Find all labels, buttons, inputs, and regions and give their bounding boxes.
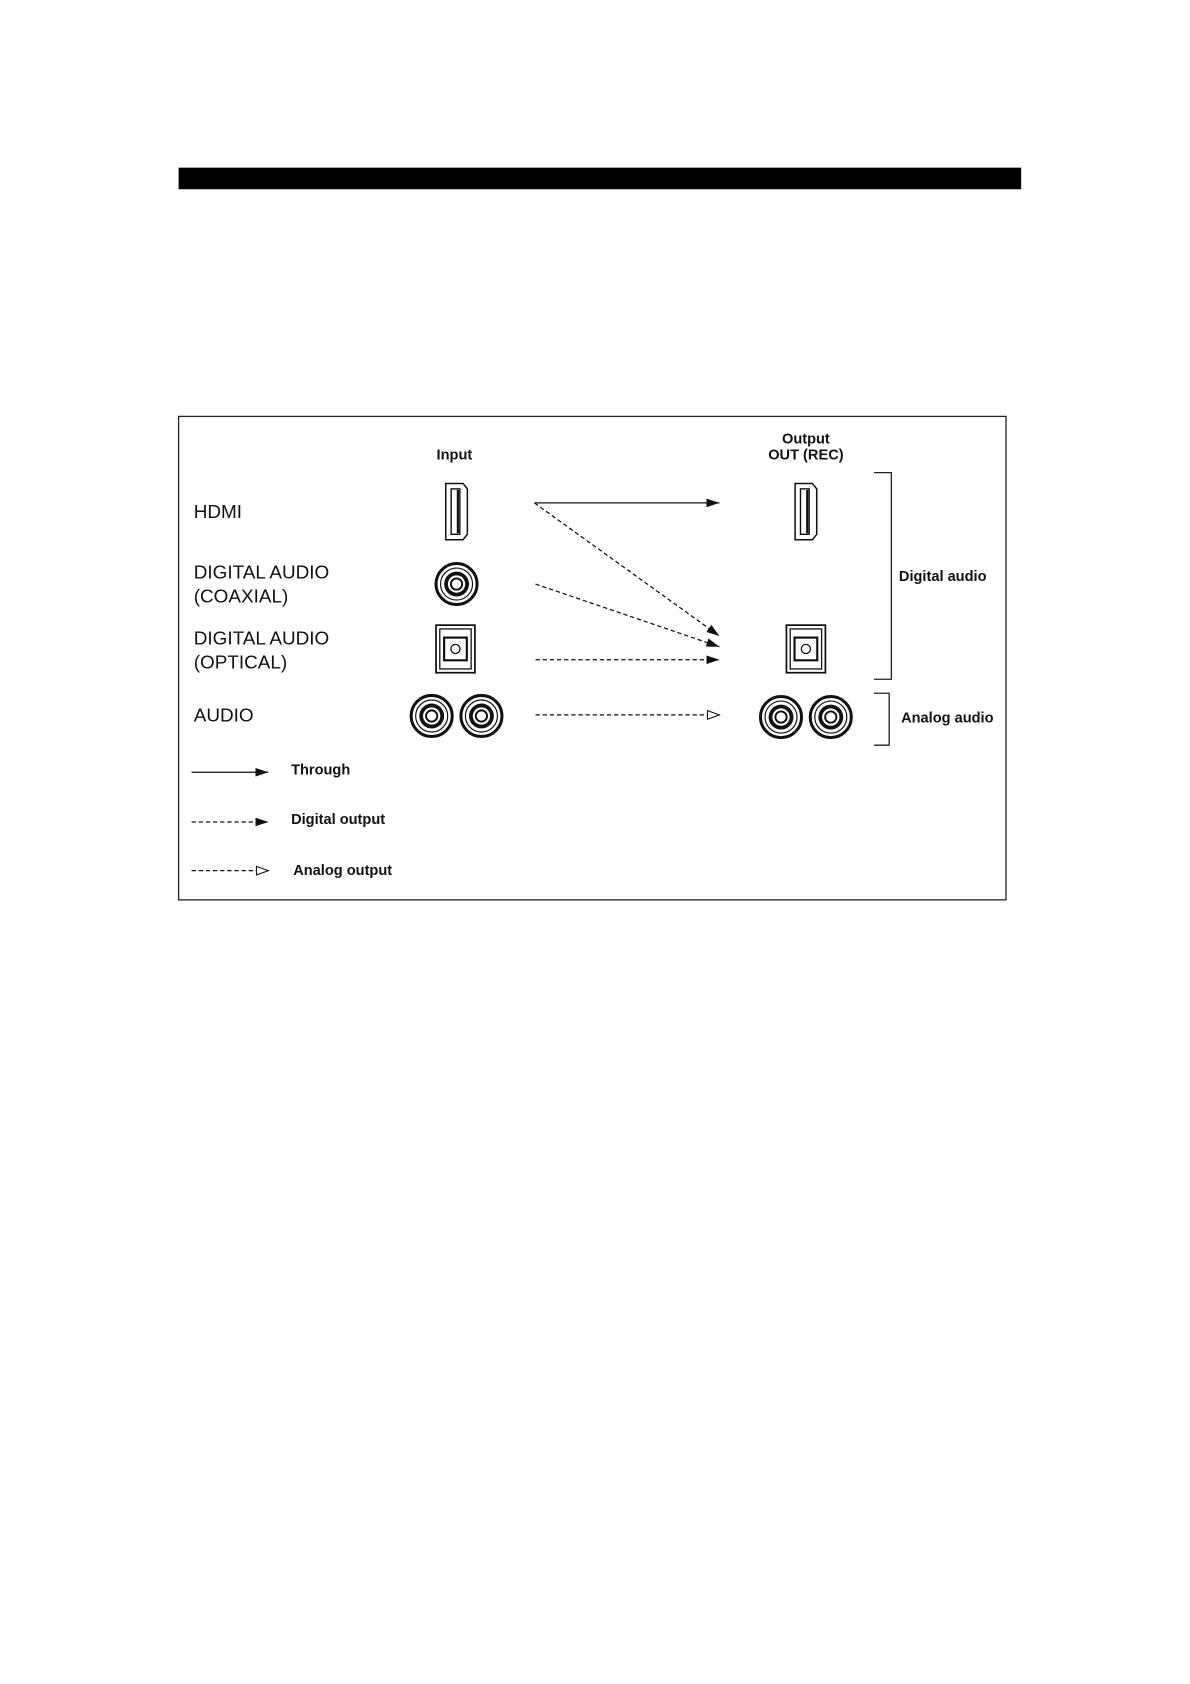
digital-audio-group-label: Digital audio [899, 569, 987, 585]
digital-output-arrow [534, 502, 720, 637]
legend-analog-output-label: Analog output [293, 863, 392, 879]
header-bar [178, 167, 1022, 190]
analog-audio-group-label: Analog audio [901, 710, 994, 726]
digital-output-arrow [535, 583, 720, 648]
row-label-hdmi: HDMI [194, 502, 242, 523]
analog-audio-bracket [874, 692, 890, 746]
diagram-frame [177, 415, 1007, 901]
input-column-header: Input [437, 448, 473, 464]
rca-jack-right-icon [459, 693, 504, 739]
row-label-optical-line1: DIGITAL AUDIO [194, 629, 330, 650]
rca-jack-pair-icon [758, 695, 853, 740]
optical-jack-icon [785, 624, 827, 674]
row-label-coaxial-line2: (COAXIAL) [194, 586, 289, 607]
digital-audio-bracket [874, 471, 892, 680]
rca-jack-pair-icon [409, 693, 504, 739]
row-label-audio: AUDIO [194, 705, 254, 726]
optical-jack-icon [434, 624, 477, 674]
hdmi-port-icon [444, 482, 469, 541]
rca-jack-right-icon [808, 695, 853, 740]
rca-jack-left-icon [758, 695, 804, 740]
hdmi-port-icon [794, 482, 818, 541]
signal-flow-diagram: Input Output OUT (REC) HDMI DIGITAL AUDI… [177, 415, 1007, 901]
output-column-header: Output [782, 431, 830, 447]
row-label-optical-line2: (OPTICAL) [194, 652, 288, 673]
signal-flow-arrows [534, 498, 720, 715]
row-label-coaxial-line1: DIGITAL AUDIO [194, 563, 330, 584]
coaxial-jack-icon [434, 561, 479, 607]
output-column-subheader: OUT (REC) [768, 448, 844, 464]
rca-jack-left-icon [409, 693, 454, 739]
legend-through-label: Through [291, 762, 350, 778]
legend-digital-output-label: Digital output [291, 812, 385, 828]
legend: Through Digital output Analog output [191, 762, 392, 879]
